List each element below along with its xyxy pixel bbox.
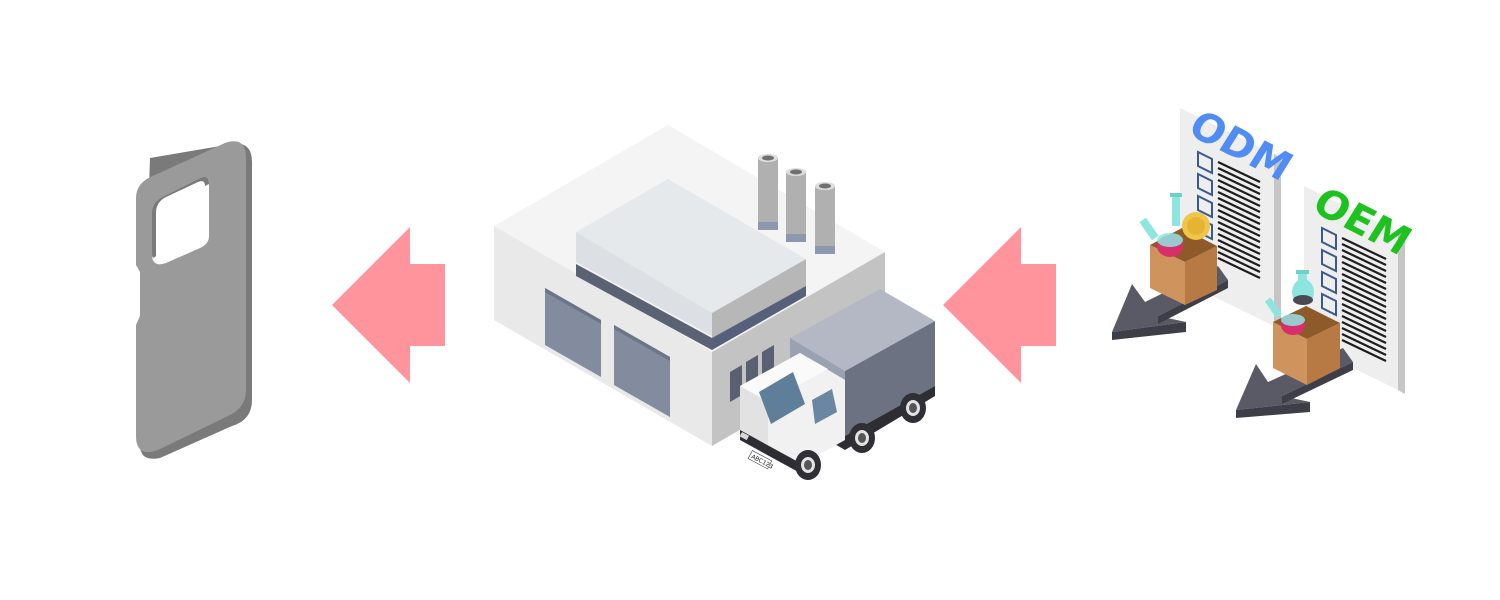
factory-door <box>614 325 670 417</box>
checkbox <box>1321 226 1337 251</box>
flow-arrow-to-factory <box>943 227 1056 383</box>
checkbox <box>1197 150 1213 175</box>
delivery-truck-icon: ABC123 <box>739 289 935 480</box>
checkbox <box>1321 270 1337 295</box>
factory-door <box>545 288 601 377</box>
ingredients-bag-icon <box>1264 270 1340 385</box>
chimney <box>758 154 778 230</box>
phone-case-icon <box>136 141 252 459</box>
document-text-lines <box>1217 161 1261 279</box>
truck-windshield <box>759 372 805 424</box>
truck-wheel <box>849 423 875 453</box>
chimney <box>786 168 806 242</box>
document-text-lines <box>1341 237 1387 362</box>
truck-wheel <box>900 393 926 423</box>
checkbox <box>1321 248 1337 273</box>
checkbox <box>1197 172 1213 197</box>
chimney <box>815 182 835 254</box>
ingredients-bag-icon <box>1139 193 1217 305</box>
checkbox <box>1197 194 1213 219</box>
truck-wheel <box>795 450 821 480</box>
flow-arrow-to-product <box>332 227 445 383</box>
checkbox <box>1321 292 1337 317</box>
factory-window <box>730 365 742 402</box>
truck-side-window <box>812 389 837 424</box>
